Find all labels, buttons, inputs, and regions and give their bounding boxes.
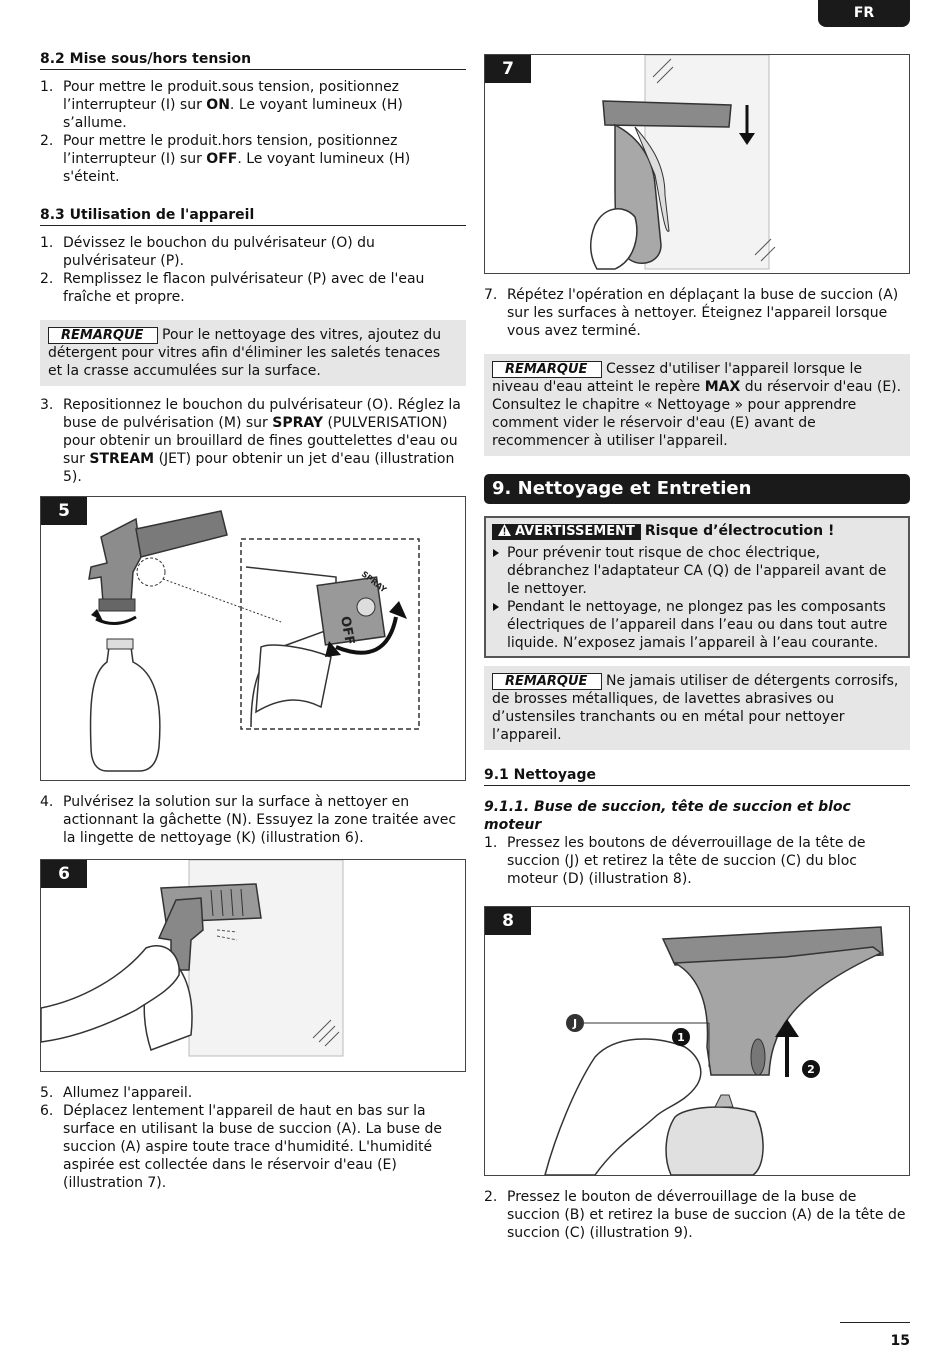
section-8-3-list-continued: 3.Repositionnez le bouchon du pulvérisat… (40, 396, 466, 486)
label-j: J (572, 1017, 577, 1030)
step-2-badge: 2 (807, 1063, 815, 1076)
warning-bullets: Pour prévenir tout risque de choc électr… (492, 544, 902, 652)
list-item: 7.Répétez l'opération en déplaçant la bu… (484, 287, 899, 339)
list-item: 2.Pour mettre le produit.hors tension, p… (40, 133, 411, 185)
list-item: Pendant le nettoyage, ne plongez pas les… (492, 598, 902, 652)
section-9-1-heading: 9.1 Nettoyage (484, 766, 910, 786)
off-label: OFF (337, 615, 357, 646)
right-column: 7 7.Répétez l'opération en déplaçant la … (484, 54, 910, 1242)
step-1-badge: 1 (677, 1031, 685, 1044)
note-label: REMARQUE (492, 673, 602, 690)
window-vacuum-illustration (590, 55, 776, 270)
list-item: 5.Allumez l'appareil. (40, 1085, 193, 1101)
figure-6: 6 (40, 859, 466, 1072)
section-8-3-list: 1.Dévissez le bouchon du pulvérisateur (… (40, 234, 466, 306)
figure-7: 7 (484, 54, 910, 274)
note-label: REMARQUE (492, 361, 602, 378)
figure-number: 6 (41, 860, 87, 888)
figure-5: 5 OFF SPRAY (40, 496, 466, 781)
list-item: 1.Pour mettre le produit.sous tension, p… (40, 79, 403, 131)
note-label: REMARQUE (48, 327, 158, 344)
page-number: 15 (840, 1322, 910, 1350)
language-tab: FR (818, 0, 910, 27)
section-8-3-list-items-5-6: 5.Allumez l'appareil. 6.Déplacez lenteme… (40, 1084, 466, 1192)
left-column: 8.2 Mise sous/hors tension 1.Pour mettre… (40, 50, 466, 1192)
section-8-3-heading: 8.3 Utilisation de l'appareil (40, 206, 466, 226)
warning-triangle-icon (498, 524, 511, 536)
chapter-9-heading: 9. Nettoyage et Entretien (484, 474, 910, 504)
spray-bottle-illustration: OFF SPRAY (88, 510, 420, 772)
list-item: Pour prévenir tout risque de choc électr… (492, 544, 902, 598)
section-8-3-list-item7: 7.Répétez l'opération en déplaçant la bu… (484, 286, 910, 340)
list-item: 3.Repositionnez le bouchon du pulvérisat… (40, 397, 461, 485)
figure-number: 8 (485, 907, 531, 935)
section-9-1-list: 1.Pressez les boutons de déverrouillage … (484, 834, 910, 888)
list-item: 2.Pressez le bouton de déverrouillage de… (484, 1189, 906, 1241)
figure-8: 8 J 1 2 (484, 906, 910, 1176)
list-item: 6.Déplacez lentement l'appareil de haut … (40, 1103, 443, 1191)
subsection-9-1-1-heading: 9.1.1. Buse de succion, tête de succion … (484, 799, 851, 833)
list-item: 1.Dévissez le bouchon du pulvérisateur (… (40, 235, 375, 269)
section-8-3-list-item4: 4.Pulvérisez la solution sur la surface … (40, 793, 466, 847)
section-8-2-list: 1.Pour mettre le produit.sous tension, p… (40, 78, 466, 186)
figure-number: 5 (41, 497, 87, 525)
list-item: 1.Pressez les boutons de déverrouillage … (484, 835, 866, 887)
cleaning-window-illustration (41, 860, 344, 1057)
warning-title: Risque d’électrocution ! (644, 523, 835, 539)
figure-number: 7 (485, 55, 531, 83)
motor-unit-removal-illustration: J 1 2 (544, 926, 884, 1175)
list-item: 4.Pulvérisez la solution sur la surface … (40, 794, 457, 846)
section-9-1-list-item2: 2.Pressez le bouton de déverrouillage de… (484, 1188, 910, 1242)
list-item: 2.Remplissez le flacon pulvérisateur (P)… (40, 271, 425, 305)
warning-label: AVERTISSEMENT (492, 524, 641, 540)
section-8-2-heading: 8.2 Mise sous/hors tension (40, 50, 466, 70)
